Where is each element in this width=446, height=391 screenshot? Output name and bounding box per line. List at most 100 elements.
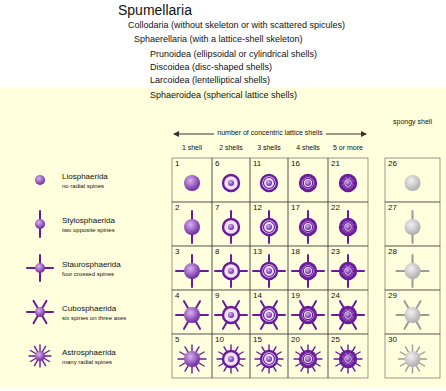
radiolarian-icon [261, 211, 277, 243]
table-cell [250, 158, 288, 202]
family-description: two opposite spines [62, 227, 115, 234]
axis-label: number of concentric lattice shells [214, 129, 325, 137]
table-cell [212, 158, 250, 202]
column-header: 5 or more [333, 144, 363, 152]
callout-number: 23 [331, 248, 340, 257]
callout-number: 4 [175, 292, 179, 301]
column-header: spongy shell [385, 118, 440, 126]
taxon-heading: Sphaeroidea (spherical lattice shells) [150, 91, 297, 101]
radiolarian-icon [176, 255, 208, 287]
radiolarian-icon [334, 345, 362, 373]
taxon-heading: Collodaria (without skeleton or with sca… [128, 21, 345, 31]
table-ground [0, 88, 446, 388]
callout-number: 20 [291, 336, 300, 345]
radiolarian-icon [176, 301, 208, 329]
table-cell [212, 202, 250, 246]
table-cell [212, 290, 250, 334]
family-name: Staurosphaerida [62, 261, 121, 270]
callout-number: 15 [253, 336, 262, 345]
column-header: 3 shells [257, 144, 281, 152]
radiolarian-icon [253, 255, 285, 287]
radiolarian-icon [255, 345, 283, 373]
radiolarian-icon [397, 301, 429, 329]
taxon-heading: Larcoidea (lentelliptical shells) [150, 76, 270, 86]
callout-number: 7 [215, 204, 219, 213]
table-cell [212, 334, 250, 378]
callout-number: 27 [388, 204, 397, 213]
table-grid [172, 158, 440, 378]
callout-number: 28 [388, 248, 397, 257]
radiolarian-icon [27, 255, 53, 281]
table-cell [385, 158, 440, 202]
radiolarian-icon [29, 345, 51, 367]
table-cell [328, 202, 368, 246]
radiolarian-icon [292, 301, 324, 329]
radiolarian-icon [217, 345, 245, 373]
family-description: four crossed spines [62, 271, 114, 278]
family-name: Stylosphaerida [62, 217, 115, 226]
radiolarian-icon [300, 211, 316, 243]
callout-number: 17 [291, 204, 300, 213]
family-name: Liosphaerida [62, 173, 108, 182]
callout-number: 18 [291, 248, 300, 257]
radiolarian-icon [35, 175, 45, 185]
column-header: 2 shells [219, 144, 243, 152]
table-cell [328, 290, 368, 334]
table-cell [385, 334, 440, 378]
callout-number: 9 [215, 292, 219, 301]
radiolarian-icon [332, 255, 364, 287]
table-cell [288, 334, 328, 378]
callout-number: 3 [175, 248, 179, 257]
table-cell [172, 158, 212, 202]
table-cell [288, 290, 328, 334]
table-cell [288, 246, 328, 290]
callout-number: 19 [291, 292, 300, 301]
table-cell [328, 334, 368, 378]
callout-number: 22 [331, 204, 340, 213]
radiolarian-icon [223, 211, 239, 243]
radiolarian-icon [215, 255, 247, 287]
callout-number: 24 [331, 292, 340, 301]
table-cell [385, 246, 440, 290]
callout-number: 11 [253, 160, 261, 169]
table-cell [212, 246, 250, 290]
table-cell [172, 246, 212, 290]
table-cell [172, 202, 212, 246]
radiolarian-icon [300, 175, 316, 191]
callout-number: 16 [291, 160, 300, 169]
table-cell [288, 202, 328, 246]
radiolarian-icon [399, 345, 427, 373]
radiolarian-icon [184, 211, 200, 243]
diagram-title: Spumellaria [118, 3, 192, 18]
callout-number: 1 [175, 160, 179, 169]
callout-number: 6 [215, 160, 219, 169]
table-cell [250, 246, 288, 290]
callout-number: 10 [215, 336, 224, 345]
radiolarian-icon [294, 345, 322, 373]
radiolarian-icon [27, 301, 53, 324]
radiolarian-icon [340, 175, 356, 191]
radiolarian-icon [332, 301, 364, 329]
table-cell [172, 290, 212, 334]
radiolarian-icon [223, 175, 239, 191]
family-name: Cubosphaerida [62, 305, 116, 314]
callout-number: 12 [253, 204, 262, 213]
radiolarian-icon [184, 175, 200, 191]
radiolarian-icon [253, 301, 285, 329]
column-header: 4 shells [296, 144, 320, 152]
radiolarian-icon [261, 175, 277, 191]
radiolarian-icon [178, 345, 206, 373]
table-cell [250, 202, 288, 246]
callout-number: 25 [331, 336, 340, 345]
table-cell [172, 334, 212, 378]
table-cell [250, 290, 288, 334]
radiolarian-icon [405, 211, 421, 243]
table-cell [288, 158, 328, 202]
callout-number: 8 [215, 248, 219, 257]
radiolarian-icon [397, 255, 429, 287]
callout-number: 14 [253, 292, 262, 301]
callout-number: 13 [253, 248, 262, 257]
table-cell [385, 202, 440, 246]
family-description: six spines on three axes [62, 315, 126, 322]
taxon-heading: Prunoidea (ellipsoidal or cylindrical sh… [150, 50, 317, 60]
